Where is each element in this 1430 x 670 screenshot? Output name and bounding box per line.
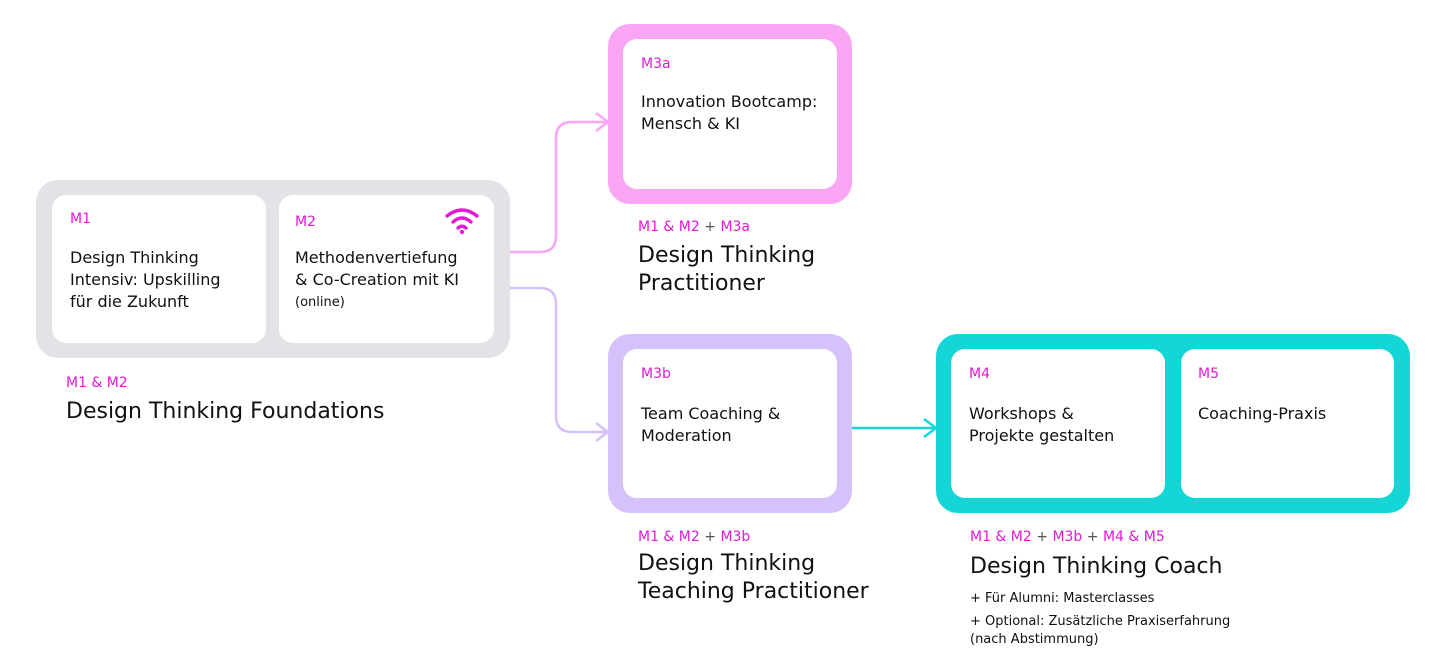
coach-group: M4 Workshops & Projekte gestalten M5 Coa… bbox=[936, 334, 1410, 513]
practitioner-certificate: Design Thinking Practitioner bbox=[638, 243, 816, 296]
credit-plus: + bbox=[704, 219, 716, 235]
module-title: Team Coaching & Moderation bbox=[641, 404, 781, 445]
credit-plus: + bbox=[1036, 529, 1048, 545]
arrow-to-m3a bbox=[510, 120, 608, 254]
module-title: Methodenvertiefung & Co-Creation mit KI bbox=[295, 248, 459, 289]
module-card-m5[interactable]: M5 Coaching-Praxis bbox=[1181, 349, 1394, 498]
module-title: Innovation Bootcamp: Mensch & KI bbox=[641, 92, 818, 133]
foundations-credits: M1 & M2 bbox=[66, 375, 128, 391]
credit-part: M3a bbox=[720, 219, 751, 235]
coach-note-optional: + Optional: Zusätzliche Praxiserfahrung … bbox=[970, 614, 1231, 647]
credit-part: M1 & M2 bbox=[638, 219, 700, 235]
module-code: M2 bbox=[295, 214, 316, 230]
wifi-icon bbox=[445, 208, 479, 235]
module-card-m1[interactable]: M1 Design Thinking Intensiv: Upskilling … bbox=[52, 195, 266, 343]
credit-part: M3b bbox=[1052, 529, 1083, 545]
module-title: Coaching-Praxis bbox=[1198, 404, 1327, 423]
module-title: Design Thinking Intensiv: Upskilling für… bbox=[70, 248, 221, 311]
module-code: M4 bbox=[969, 366, 990, 382]
credit-part: M4 & M5 bbox=[1102, 529, 1165, 545]
credit-plus: + bbox=[1086, 529, 1099, 545]
coach-certificate: Design Thinking Coach bbox=[970, 554, 1223, 579]
coach-note-alumni: + Für Alumni: Masterclasses bbox=[970, 591, 1155, 606]
module-code: M3a bbox=[641, 56, 671, 72]
module-code: M3b bbox=[641, 366, 671, 382]
module-card-m4[interactable]: M4 Workshops & Projekte gestalten bbox=[951, 349, 1165, 498]
module-card-m3b[interactable]: M3b Team Coaching & Moderation bbox=[623, 349, 837, 498]
m3b-group: M3b Team Coaching & Moderation bbox=[608, 334, 852, 513]
m3a-group: M3a Innovation Bootcamp: Mensch & KI bbox=[608, 24, 852, 204]
foundations-group: M1 Design Thinking Intensiv: Upskilling … bbox=[36, 180, 510, 358]
teaching-certificate: Design Thinking Teaching Practitioner bbox=[638, 551, 869, 604]
foundations-certificate: Design Thinking Foundations bbox=[66, 399, 385, 424]
practitioner-credits: M1 & M2 + M3a bbox=[638, 219, 750, 235]
module-card-m3a[interactable]: M3a Innovation Bootcamp: Mensch & KI bbox=[623, 39, 837, 189]
coach-credits: M1 & M2 + M3b + M4 & M5 bbox=[970, 529, 1165, 545]
teaching-credits: M1 & M2 + M3b bbox=[638, 529, 750, 545]
module-card-m2[interactable]: M2 Methodenvertiefung & Co-Creation mit … bbox=[279, 195, 494, 343]
credit-part: M1 & M2 bbox=[638, 529, 700, 545]
module-title: Workshops & Projekte gestalten bbox=[969, 404, 1115, 445]
module-code: M1 bbox=[70, 211, 91, 227]
arrow-to-m3b bbox=[510, 286, 608, 434]
credit-plus: + bbox=[704, 529, 716, 545]
credit-part: M1 & M2 bbox=[970, 529, 1032, 545]
module-subtitle: (online) bbox=[295, 295, 345, 310]
credit-part: M3b bbox=[720, 529, 751, 545]
module-code: M5 bbox=[1198, 366, 1219, 382]
